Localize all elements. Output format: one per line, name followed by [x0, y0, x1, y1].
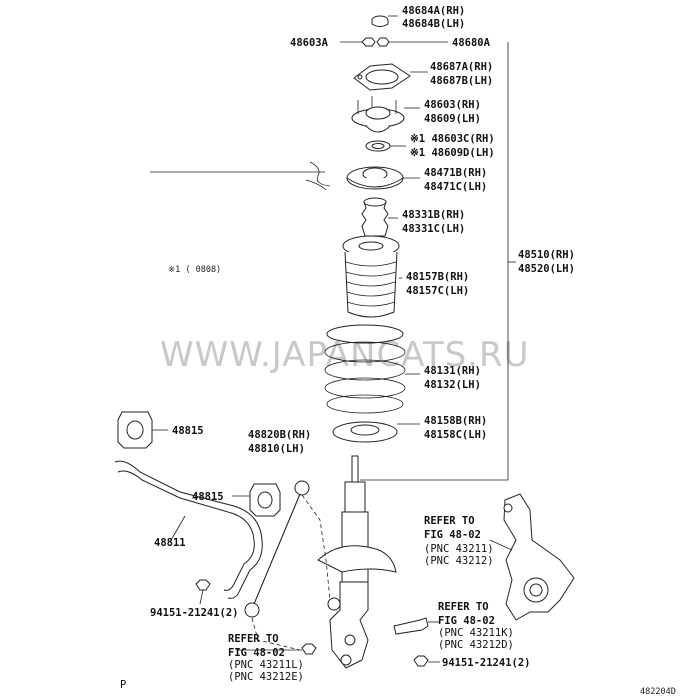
nut-48603a-part [361, 37, 376, 47]
label-48609-lh: 48609(LH) [424, 113, 481, 125]
nut-94151-upper-part [195, 579, 211, 591]
lower-insulator-part [332, 421, 398, 443]
strut-shock-absorber-part [317, 455, 397, 669]
label-48684-lh: 48684B(LH) [402, 18, 465, 30]
label-48158b-rh: 48158B(RH) [424, 415, 487, 427]
scribble-mark [305, 161, 331, 191]
diagram-code: 482204D [640, 687, 676, 697]
bump-stopper-part [361, 197, 389, 237]
insulator-plate-part [353, 63, 411, 91]
strut-bolt-part [393, 617, 429, 635]
ref2-line2: FIG 48-02 [438, 615, 495, 627]
ref2-line1: REFER TO [438, 601, 489, 613]
ref3-line4: (PNC 43212E) [228, 671, 304, 683]
nut-bottom-left-part [301, 643, 317, 655]
coil-spring-part [324, 324, 406, 414]
label-48331b-rh: 48331B(RH) [402, 209, 465, 221]
stabilizer-bar-part [114, 460, 263, 599]
label-48609d-lh: ※1 48609D(LH) [410, 147, 495, 159]
ref2-line4: (PNC 43212D) [438, 639, 514, 651]
label-48684-rh: 48684A(RH) [402, 5, 465, 17]
label-48603-rh: 48603(RH) [424, 99, 481, 111]
label-48157b-rh: 48157B(RH) [406, 271, 469, 283]
label-94151-left: 94151-21241(2) [150, 607, 239, 619]
label-94151-right: 94151-21241(2) [442, 657, 531, 669]
stabilizer-link-part [244, 480, 310, 618]
ref3-line2: FIG 48-02 [228, 647, 285, 659]
upper-spring-seat-part [346, 166, 404, 190]
ref1-line3: (PNC 43211) [424, 543, 494, 555]
label-48603a: 48603A [290, 37, 329, 49]
stabilizer-bushing-lower-part [249, 483, 281, 517]
suspension-support-part [351, 96, 405, 133]
dust-boot-part [342, 235, 400, 318]
label-48810-lh: 48810(LH) [248, 443, 305, 455]
note-text: ※1 ( 0808) [168, 265, 221, 275]
label-48687-rh: 48687A(RH) [430, 61, 493, 73]
label-48815-lower: 48815 [192, 491, 224, 503]
label-48131-rh: 48131(RH) [424, 365, 481, 377]
ref1-line4: (PNC 43212) [424, 555, 494, 567]
ref2-line3: (PNC 43211K) [438, 627, 514, 639]
label-48680a: 48680A [452, 37, 491, 49]
bearing-ring-part [365, 140, 391, 152]
label-48510-rh: 48510(RH) [518, 249, 575, 261]
ref1-line1: REFER TO [424, 515, 475, 527]
label-48815-upper: 48815 [172, 425, 204, 437]
label-48471b-rh: 48471B(RH) [424, 167, 487, 179]
label-48520-lh: 48520(LH) [518, 263, 575, 275]
ref3-line3: (PNC 43211L) [228, 659, 304, 671]
leader-lines [152, 15, 516, 663]
label-48811: 48811 [154, 537, 186, 549]
nut-94151-lower-part [413, 655, 429, 667]
label-48132-lh: 48132(LH) [424, 379, 481, 391]
label-48471c-lh: 48471C(LH) [424, 181, 487, 193]
ref1-line2: FIG 48-02 [424, 529, 481, 541]
ref3-line1: REFER TO [228, 633, 279, 645]
label-48157c-lh: 48157C(LH) [406, 285, 469, 297]
stabilizer-bushing-upper-part [117, 411, 153, 449]
steering-knuckle-part [503, 493, 575, 621]
label-48687-lh: 48687B(LH) [430, 75, 493, 87]
nut-48680a-part [376, 37, 390, 47]
label-48331c-lh: 48331C(LH) [402, 223, 465, 235]
corner-p: P [120, 679, 126, 691]
dust-cap-part [371, 15, 389, 27]
label-48603c-rh: ※1 48603C(RH) [410, 133, 495, 145]
label-48820b-rh: 48820B(RH) [248, 429, 311, 441]
label-48158c-lh: 48158C(LH) [424, 429, 487, 441]
